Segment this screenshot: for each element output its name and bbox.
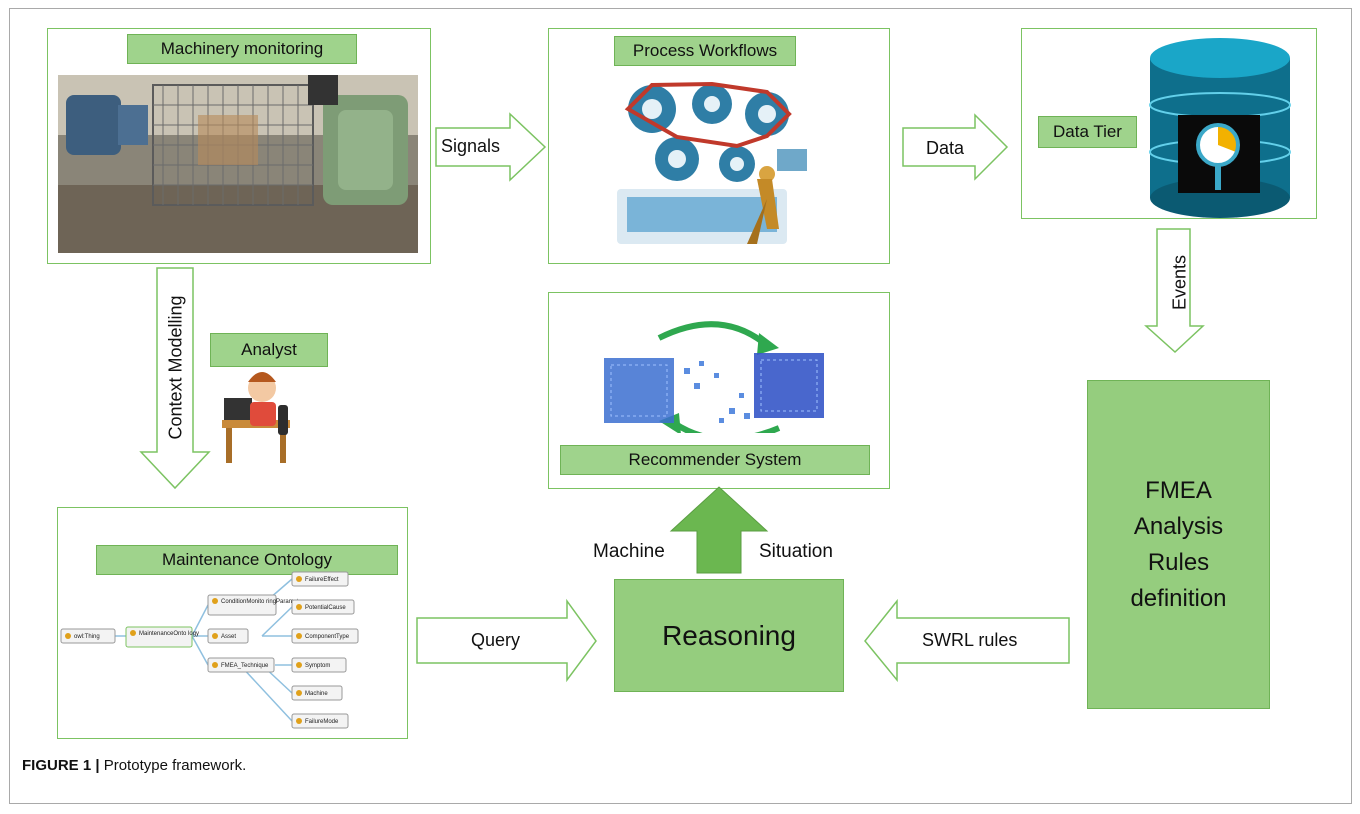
swrl-rules-arrow-label: SWRL rules xyxy=(922,630,1018,650)
ontology-node-failuremode: FailureMode xyxy=(291,713,349,729)
process-workflows-box xyxy=(548,28,890,264)
ontology-node-label: ConditionMonito ringParameters xyxy=(221,599,307,605)
fmea-line: Rules xyxy=(1147,548,1210,576)
data-tier-label: Data Tier xyxy=(1038,116,1137,148)
fmea-line: definition xyxy=(1130,584,1227,612)
ontology-node-label: owl:Thing xyxy=(74,634,100,640)
reasoning-label: Reasoning xyxy=(662,619,796,651)
fmea-line: FMEA xyxy=(1145,476,1212,504)
ontology-node-asset: Asset xyxy=(207,628,249,644)
process-workflow-illustration xyxy=(617,81,807,244)
figure-caption: FIGURE 1 | Prototype framework. xyxy=(22,757,246,774)
ontology-node-label: Asset xyxy=(221,634,236,640)
ontology-node-owl-thing: owl:Thing xyxy=(60,628,116,644)
machinery-monitoring-label: Machinery monitoring xyxy=(127,34,357,64)
ontology-node-potentialcause: PotentialCause xyxy=(291,599,355,615)
situation-label: Situation xyxy=(759,541,833,562)
reasoning-box: Reasoning xyxy=(614,579,844,692)
recommender-illustration xyxy=(604,321,824,433)
fmea-line: Analysis xyxy=(1133,512,1224,540)
signals-arrow-label: Signals xyxy=(441,136,501,156)
data-arrow-label: Data xyxy=(926,138,965,158)
ontology-node-label: FMEA_Technique xyxy=(221,663,269,669)
machine-label: Machine xyxy=(593,541,665,562)
ontology-node-label: PotentialCause xyxy=(305,605,346,611)
ontology-node-label: FailureEffect xyxy=(305,577,339,583)
analyst-label: Analyst xyxy=(210,333,328,367)
figure-frame xyxy=(9,8,1352,804)
figure-caption-text: Prototype framework. xyxy=(99,757,247,774)
ontology-node-label: MaintenanceOnto logy xyxy=(139,631,199,637)
context-modelling-arrow-label: Context Modelling xyxy=(165,295,186,440)
query-arrow-label: Query xyxy=(471,630,521,650)
maintenance-ontology-label: Maintenance Ontology xyxy=(96,545,398,575)
machinery-photo xyxy=(58,75,418,253)
ontology-node-label: ComponentType xyxy=(305,634,350,640)
process-workflows-label: Process Workflows xyxy=(614,36,796,66)
ontology-node-machine: Machine xyxy=(291,685,343,701)
ontology-node-label: Symptom xyxy=(305,663,330,669)
ontology-node-maintenanceontology: MaintenanceOnto logy xyxy=(125,626,199,648)
ontology-node-label: FailureMode xyxy=(305,719,339,725)
ontology-node-componenttype: ComponentType xyxy=(291,628,359,644)
ontology-node-conditionmonitoring: ConditionMonito ringParameters xyxy=(207,594,307,616)
machinery-monitoring-box xyxy=(47,28,431,264)
ontology-node-failureeffect: FailureEffect xyxy=(291,571,349,587)
recommender-system-label: Recommender System xyxy=(560,445,870,475)
fmea-rules-box: FMEA Analysis Rules definition xyxy=(1087,380,1270,709)
events-arrow-label: Events xyxy=(1169,254,1190,311)
ontology-node-label: Machine xyxy=(305,691,328,697)
ontology-node-fmea-technique: FMEA_Technique xyxy=(207,657,275,673)
figure-caption-label: FIGURE 1 | xyxy=(22,757,100,774)
ontology-node-symptom: Symptom xyxy=(291,657,347,673)
